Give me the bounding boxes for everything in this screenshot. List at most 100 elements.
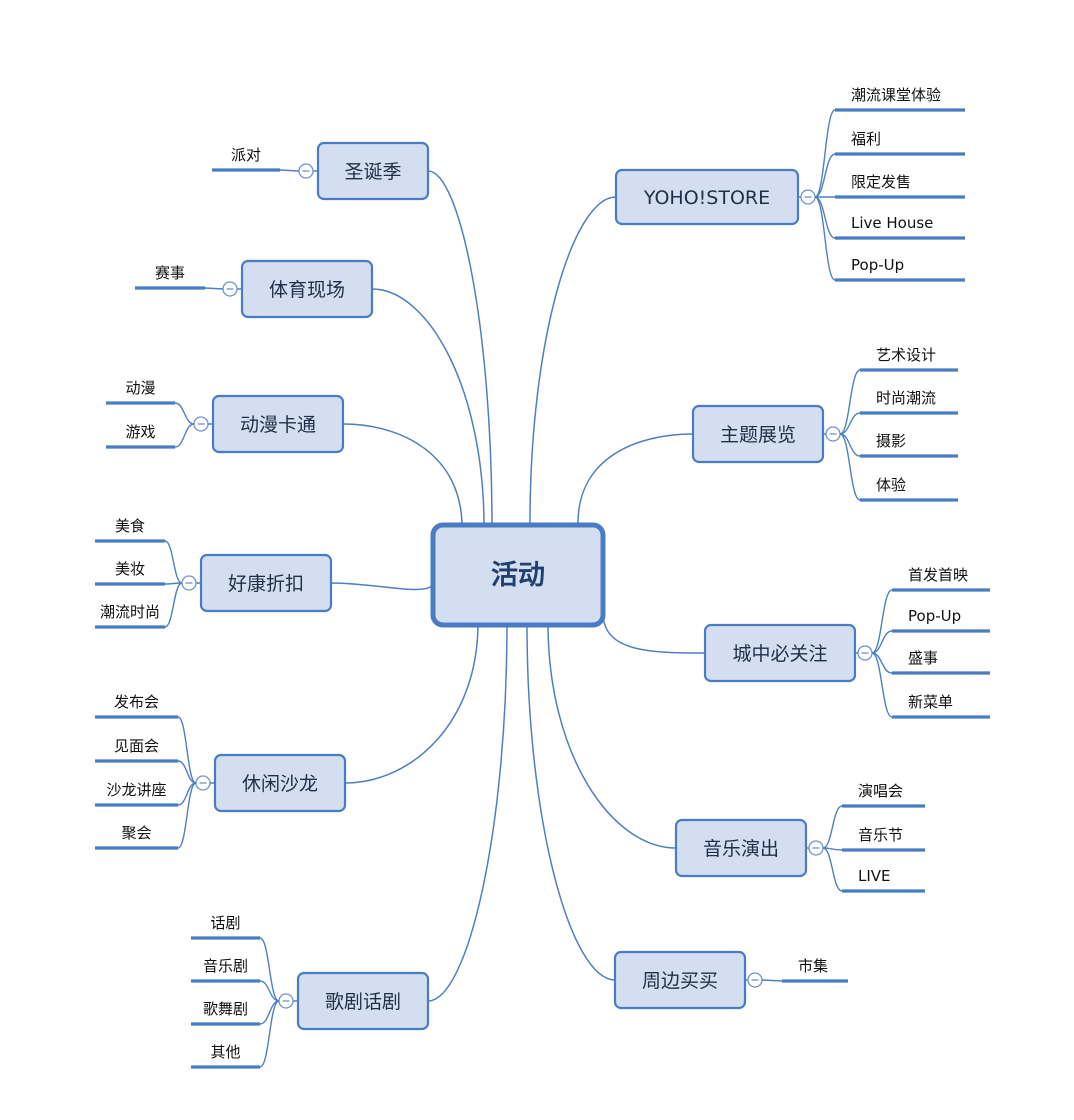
sub-connector	[814, 109, 836, 198]
topic-node-music[interactable]: 音乐演出	[674, 818, 808, 878]
sub-connector	[174, 423, 195, 448]
subtopic-label[interactable]: 摄影	[876, 432, 906, 450]
topic-label: 歌剧话剧	[325, 991, 401, 1013]
subtopic-label[interactable]: 新菜单	[908, 693, 953, 711]
subtopic-label[interactable]: 沙龙讲座	[106, 781, 166, 799]
topic-node-christmas[interactable]: 圣诞季	[316, 141, 430, 201]
subtopic-label[interactable]: 游戏	[125, 423, 155, 441]
collapse-icon[interactable]	[747, 972, 763, 988]
sub-connector	[822, 847, 843, 892]
sub-connector	[814, 196, 836, 239]
subtopic-label[interactable]: 体验	[876, 476, 906, 494]
topic-label: 休闲沙龙	[242, 773, 318, 795]
subtopic-label[interactable]: 动漫	[125, 379, 155, 397]
subtopic-label[interactable]: 美食	[115, 517, 145, 535]
subtopic-label[interactable]: 见面会	[114, 737, 159, 755]
subtopic-label[interactable]: 音乐节	[858, 826, 903, 844]
collapse-icon[interactable]	[222, 281, 238, 297]
collapse-icon[interactable]	[825, 426, 841, 442]
topic-label: 音乐演出	[703, 838, 779, 860]
connector-shopping	[526, 624, 616, 981]
subtopic-label[interactable]: 市集	[798, 957, 828, 975]
connector-anime	[342, 423, 463, 528]
connector-deals	[330, 577, 437, 591]
collapse-icon[interactable]	[808, 840, 824, 856]
topic-label: 周边买买	[642, 970, 718, 992]
sub-connector	[822, 805, 843, 849]
subtopic-label[interactable]: 时尚潮流	[876, 389, 936, 407]
sub-connector	[259, 980, 280, 1002]
sub-connector	[871, 652, 893, 718]
topic-node-sports[interactable]: 体育现场	[240, 259, 374, 319]
sub-connector	[814, 153, 836, 198]
topic-node-deals[interactable]: 好康折扣	[199, 553, 333, 613]
subtopic-label[interactable]: Pop-Up	[908, 607, 961, 625]
collapse-icon[interactable]	[857, 645, 873, 661]
topic-label: YOHO!STORE	[643, 187, 770, 209]
connector-opera	[427, 622, 508, 1002]
topic-node-opera[interactable]: 歌剧话剧	[296, 971, 430, 1031]
subtopic-label[interactable]: 福利	[851, 130, 881, 148]
branch-shopping: 周边买买 市集	[613, 950, 848, 1010]
central-topic[interactable]: 活动	[430, 522, 606, 628]
topic-label: 主题展览	[720, 424, 796, 446]
collapse-icon[interactable]	[193, 416, 209, 432]
sub-connector	[839, 433, 861, 501]
subtopic-label[interactable]: LIVE	[858, 867, 891, 885]
sub-connector	[871, 589, 893, 654]
sub-connector	[174, 402, 195, 425]
connector-salon	[344, 622, 479, 784]
subtopic-label[interactable]: Pop-Up	[851, 256, 904, 274]
sub-connector	[204, 287, 224, 290]
connector-music	[547, 622, 677, 849]
connector-sports	[371, 288, 485, 528]
subtopic-label[interactable]: 潮流时尚	[100, 603, 160, 621]
subtopic-label[interactable]: Live House	[851, 214, 933, 232]
collapse-icon[interactable]	[278, 993, 294, 1009]
topic-node-exhibition[interactable]: 主题展览	[691, 404, 825, 464]
collapse-icon[interactable]	[181, 575, 197, 591]
subtopic-label[interactable]: 歌舞剧	[203, 1000, 248, 1018]
connector-yoho	[529, 196, 617, 524]
subtopic-label[interactable]: 首发首映	[908, 566, 968, 584]
subtopic-label[interactable]: 派对	[231, 146, 261, 164]
topic-node-salon[interactable]: 休闲沙龙	[213, 753, 347, 813]
subtopic-label[interactable]: 限定发售	[851, 173, 911, 191]
subtopic-label[interactable]: 潮流课堂体验	[851, 86, 941, 104]
topic-label: 好康折扣	[228, 573, 304, 595]
collapse-icon[interactable]	[195, 775, 211, 791]
sub-connector	[259, 1000, 280, 1068]
topic-node-yoho[interactable]: YOHO!STORE	[614, 168, 800, 226]
subtopic-label[interactable]: 盛事	[908, 649, 938, 667]
topic-node-shopping[interactable]: 周边买买	[613, 950, 747, 1010]
collapse-icon[interactable]	[298, 163, 314, 179]
subtopic-label[interactable]: 艺术设计	[876, 346, 936, 364]
sub-connector	[871, 630, 893, 654]
subtopic-label[interactable]: 发布会	[114, 693, 159, 711]
subtopic-label[interactable]: 美妆	[115, 560, 145, 578]
topic-label: 城中必关注	[732, 643, 827, 665]
sub-connector	[839, 369, 861, 435]
collapse-icon[interactable]	[800, 189, 816, 205]
subtopic-label[interactable]: 其他	[210, 1043, 240, 1061]
subtopic-label[interactable]: 演唱会	[858, 782, 903, 800]
sub-connector	[177, 760, 197, 784]
subtopic-label[interactable]: 聚会	[121, 824, 151, 842]
sub-connector	[839, 412, 861, 435]
topic-label: 体育现场	[269, 279, 345, 301]
branch-sports: 体育现场 赛事	[135, 259, 374, 319]
subtopic-label[interactable]: 话剧	[210, 914, 240, 932]
subtopic-label[interactable]: 音乐剧	[203, 957, 248, 975]
subtopic-label[interactable]: 赛事	[155, 264, 185, 282]
topic-node-anime[interactable]: 动漫卡通	[211, 394, 345, 454]
topic-node-city[interactable]: 城中必关注	[703, 623, 857, 683]
connector-layer	[330, 170, 706, 1002]
